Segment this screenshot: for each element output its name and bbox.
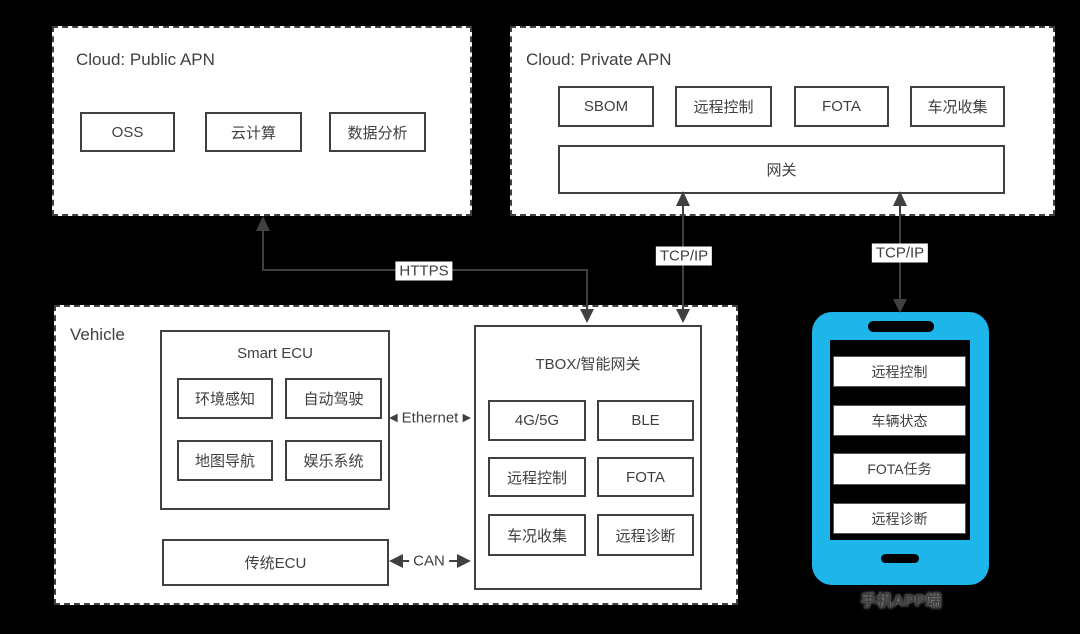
node-data-analysis: 数据分析 <box>329 112 426 152</box>
node-sbom: SBOM <box>558 86 654 127</box>
node-entertainment: 娱乐系统 <box>285 440 382 481</box>
private-apn-title: Cloud: Private APN <box>526 50 672 69</box>
phone-screen: 远程控制 车辆状态 FOTA任务 远程诊断 <box>830 340 970 540</box>
tbox-title: TBOX/智能网关 <box>535 356 641 373</box>
app-item-remote-control: 远程控制 <box>833 356 966 387</box>
node-fota-cloud: FOTA <box>794 86 889 127</box>
node-oss: OSS <box>80 112 175 152</box>
node-env-perception: 环境感知 <box>177 378 273 419</box>
private-apn-panel: Cloud: Private APN SBOM 远程控制 FOTA 车况收集 网… <box>510 26 1055 216</box>
node-remote-control-cloud: 远程控制 <box>675 86 772 127</box>
node-gateway: 网关 <box>558 145 1005 194</box>
public-apn-title: Cloud: Public APN <box>76 50 215 69</box>
can-label: CAN <box>409 551 449 571</box>
node-vehicle-data-tbox: 车况收集 <box>488 514 586 556</box>
node-vehicle-data-cloud: 车况收集 <box>910 86 1005 127</box>
tcpip-tbox-label: TCP/IP <box>655 246 713 266</box>
node-fota-tbox: FOTA <box>597 457 694 497</box>
app-item-fota-task: FOTA任务 <box>833 453 966 485</box>
phone-caption: 手机APP端 <box>860 593 942 610</box>
https-label: HTTPS <box>395 261 453 281</box>
phone-mockup: 远程控制 车辆状态 FOTA任务 远程诊断 <box>812 312 989 585</box>
smart-ecu-title: Smart ECU <box>237 345 313 362</box>
vehicle-title: Vehicle <box>70 325 125 344</box>
phone-home-button-icon <box>881 554 919 563</box>
ethernet-label: Ethernet <box>397 408 463 428</box>
node-cloud-computing: 云计算 <box>205 112 302 152</box>
node-remote-control-tbox: 远程控制 <box>488 457 586 497</box>
tbox-group: TBOX/智能网关 4G/5G BLE 远程控制 FOTA 车况收集 远程诊断 <box>474 325 702 590</box>
node-remote-diagnosis-tbox: 远程诊断 <box>597 514 694 556</box>
app-item-remote-diagnosis: 远程诊断 <box>833 503 966 534</box>
node-legacy-ecu: 传统ECU <box>162 539 389 586</box>
node-autonomous-driving: 自动驾驶 <box>285 378 382 419</box>
https-arrowhead-up <box>256 216 270 231</box>
node-ble: BLE <box>597 400 694 441</box>
node-4g5g: 4G/5G <box>488 400 586 441</box>
phone-speaker-icon <box>868 321 934 332</box>
smart-ecu-group: Smart ECU 环境感知 自动驾驶 地图导航 娱乐系统 <box>160 330 390 510</box>
vehicle-panel: Vehicle Smart ECU 环境感知 自动驾驶 地图导航 娱乐系统 传统… <box>54 305 738 605</box>
node-map-navigation: 地图导航 <box>177 440 273 481</box>
app-item-vehicle-status: 车辆状态 <box>833 405 966 436</box>
tcpip-phone-arrowhead-down <box>893 299 907 313</box>
public-apn-panel: Cloud: Public APN OSS 云计算 数据分析 <box>52 26 472 216</box>
tcpip-phone-label: TCP/IP <box>871 243 929 263</box>
